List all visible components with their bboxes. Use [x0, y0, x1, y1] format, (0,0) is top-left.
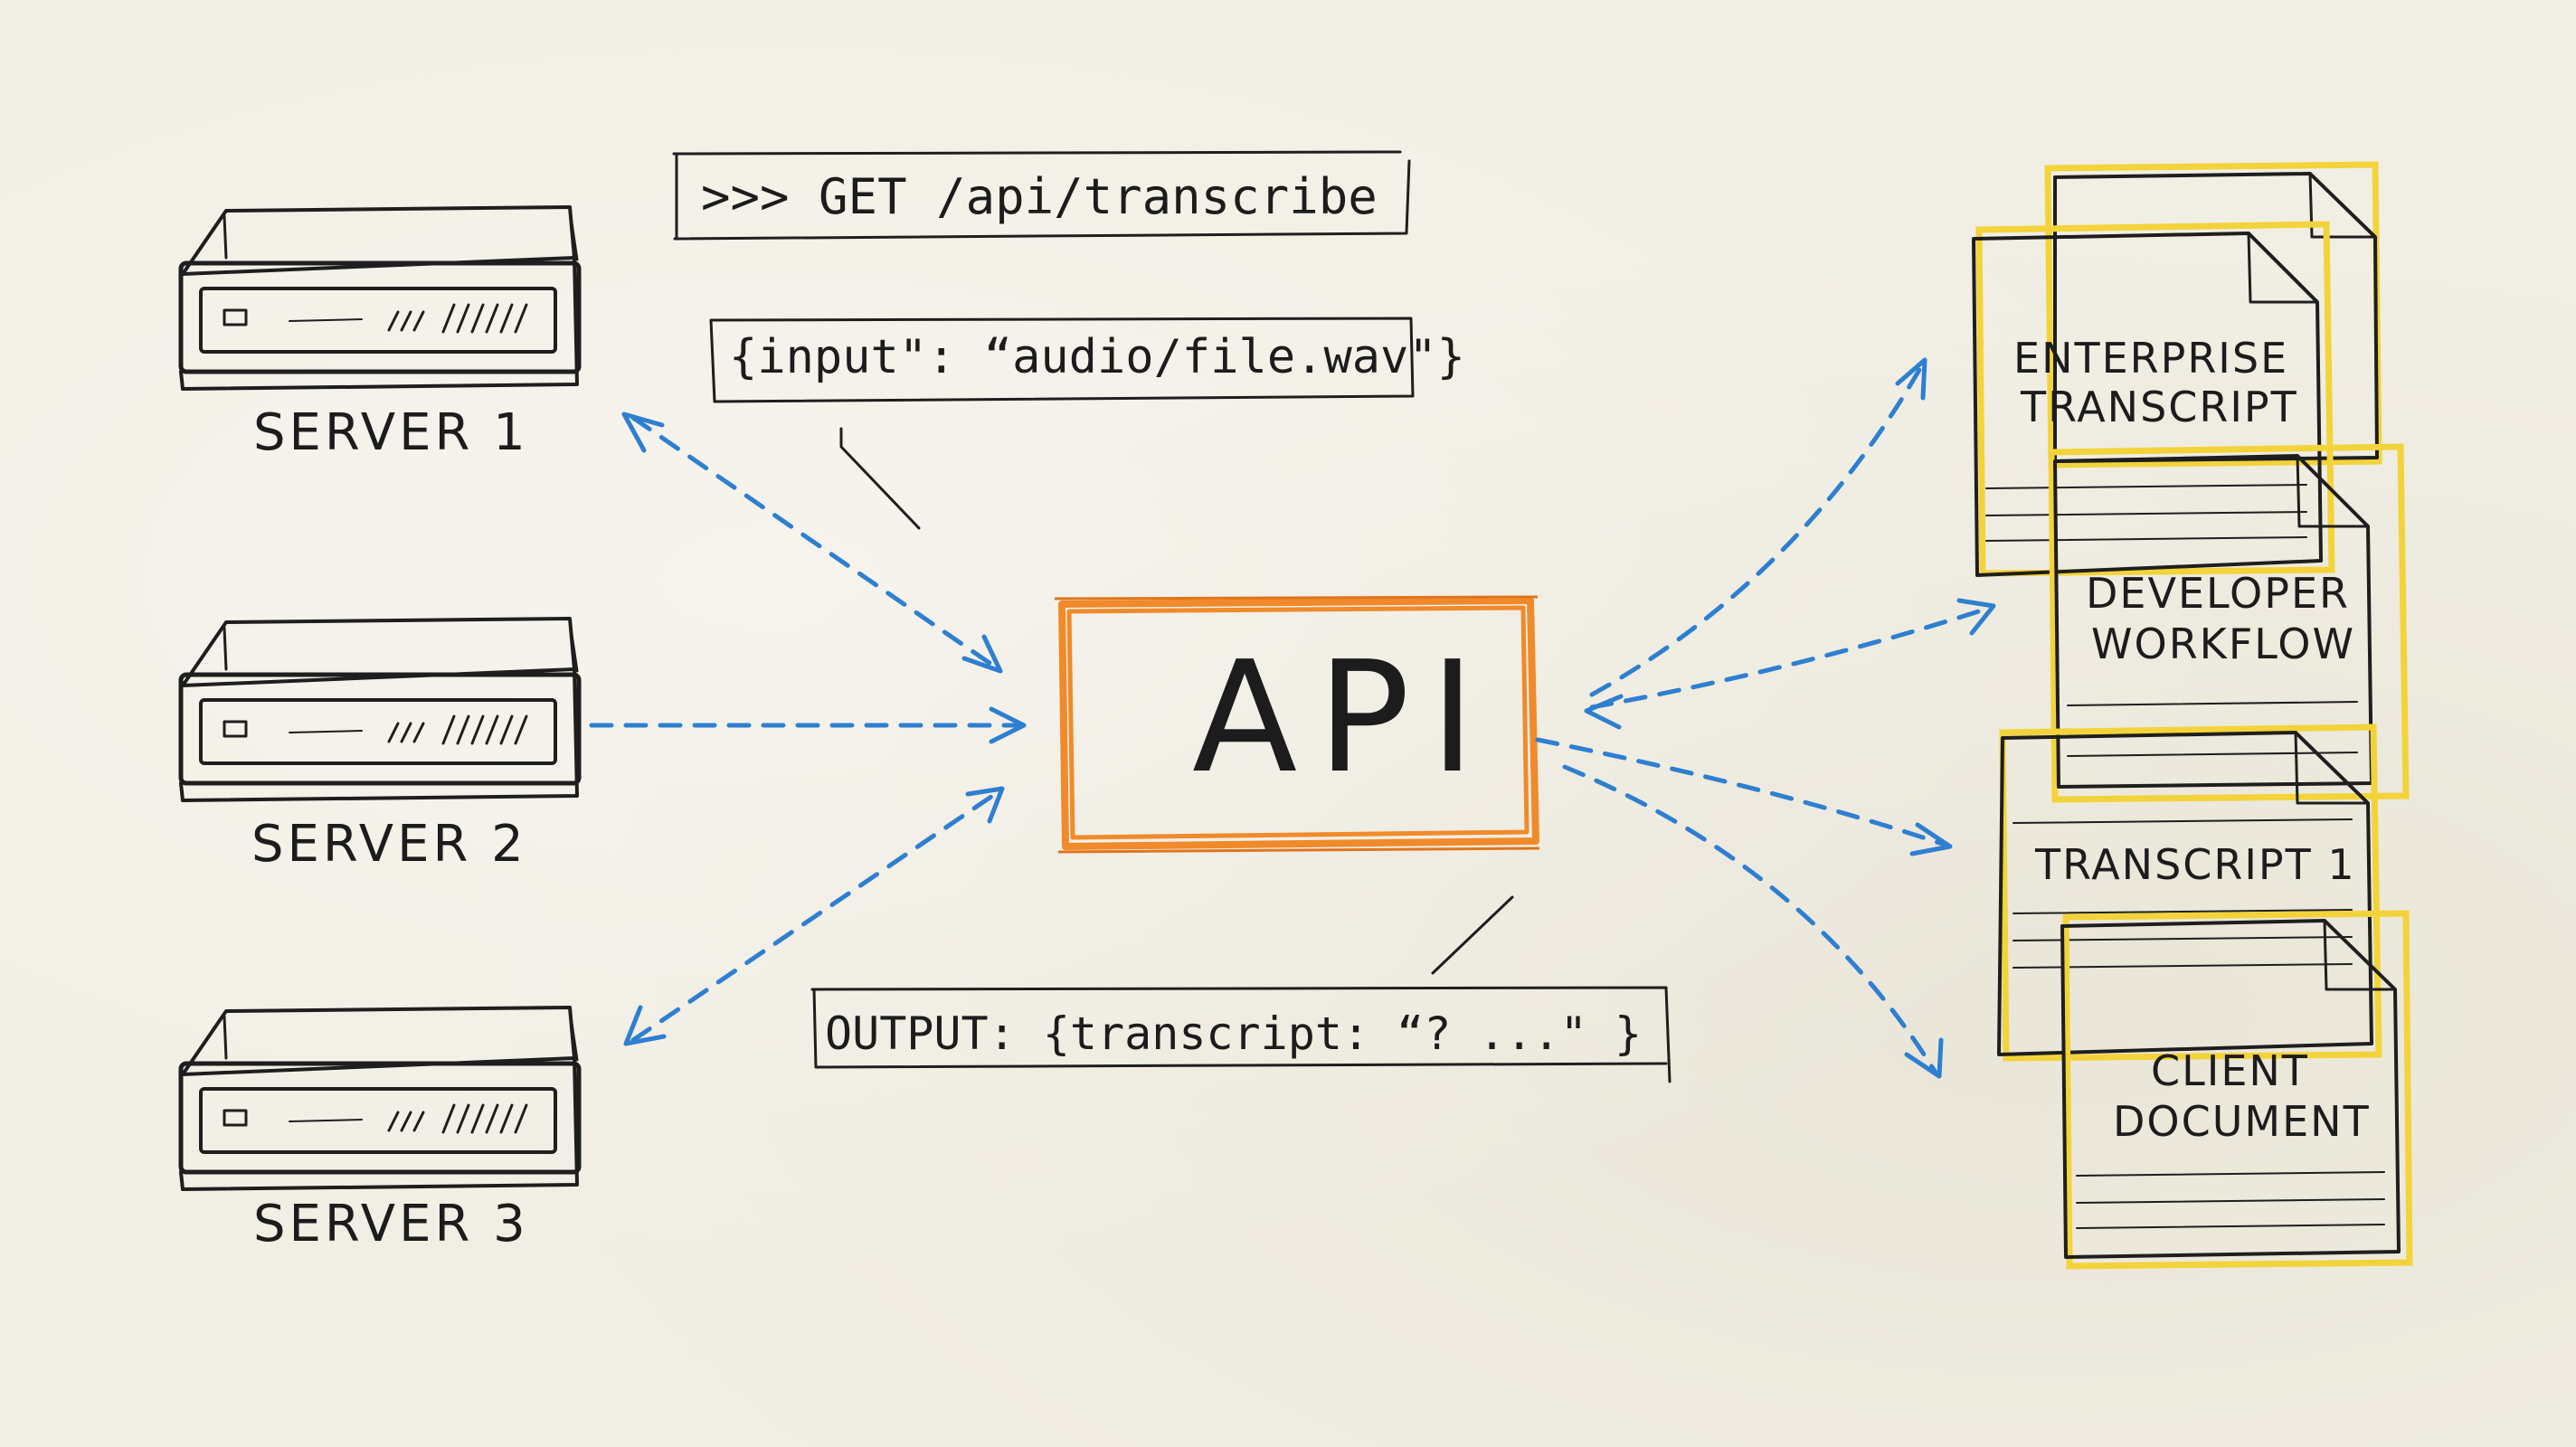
server-3: SERVER 3 — [178, 1006, 582, 1253]
api-box: API — [1054, 595, 1540, 854]
arrow-api-transcript1 — [1535, 737, 1953, 856]
document-developer-line-2: WORKFLOW — [2091, 619, 2355, 668]
document-page-icon — [1972, 221, 2335, 577]
document-client-line-2: DOCUMENT — [2113, 1097, 2371, 1146]
document-page-icon — [1997, 724, 2382, 1062]
arrow-server1-api — [621, 411, 1003, 674]
request-label: >>> GET /api/transcribe — [672, 150, 1411, 241]
server-2: SERVER 2 — [178, 617, 582, 874]
server-2-label: SERVER 2 — [251, 815, 527, 874]
document-page-icon — [2060, 910, 2413, 1270]
document-transcript1: TRANSCRIPT 1 — [1997, 724, 2382, 1062]
server-1: SERVER 1 — [178, 205, 582, 462]
server-rack-icon — [178, 1006, 582, 1191]
document-client: CLIENT DOCUMENT — [2060, 910, 2413, 1270]
output-label: OUTPUT: {transcript: “? ..." } — [810, 895, 1672, 1083]
document-enterprise-line-2: TRANSCRIPT — [2020, 383, 2298, 431]
input-text: {input": “audio/file.wav"} — [729, 330, 1465, 384]
input-label: {input": “audio/file.wav"} — [709, 317, 1465, 530]
request-text: >>> GET /api/transcribe — [701, 168, 1378, 225]
document-developer-line-1: DEVELOPER — [2086, 569, 2350, 618]
arrow-server2-api — [589, 706, 1027, 744]
arrow-api-developer — [1589, 598, 1996, 710]
server-3-label: SERVER 3 — [253, 1195, 529, 1253]
arrow-api-client — [1562, 764, 1944, 1079]
arrow-server3-api — [623, 786, 1005, 1046]
server-1-label: SERVER 1 — [253, 403, 529, 462]
server-rack-icon — [178, 617, 582, 802]
arrow-developer-api — [1584, 694, 1624, 730]
document-transcript1-line-1: TRANSCRIPT 1 — [2034, 840, 2356, 889]
document-client-line-1: CLIENT — [2151, 1046, 2309, 1095]
document-enterprise: ENTERPRISE TRANSCRIPT — [1972, 221, 2335, 577]
server-rack-icon — [178, 205, 582, 391]
document-enterprise-line-1: ENTERPRISE — [2013, 334, 2288, 383]
document-developer: DEVELOPER WORKFLOW — [2048, 443, 2410, 803]
arrow-api-enterprise — [1589, 357, 1927, 697]
output-text: OUTPUT: {transcript: “? ..." } — [825, 1007, 1642, 1060]
document-stack-back — [2044, 161, 2382, 468]
api-label: API — [1192, 629, 1495, 808]
